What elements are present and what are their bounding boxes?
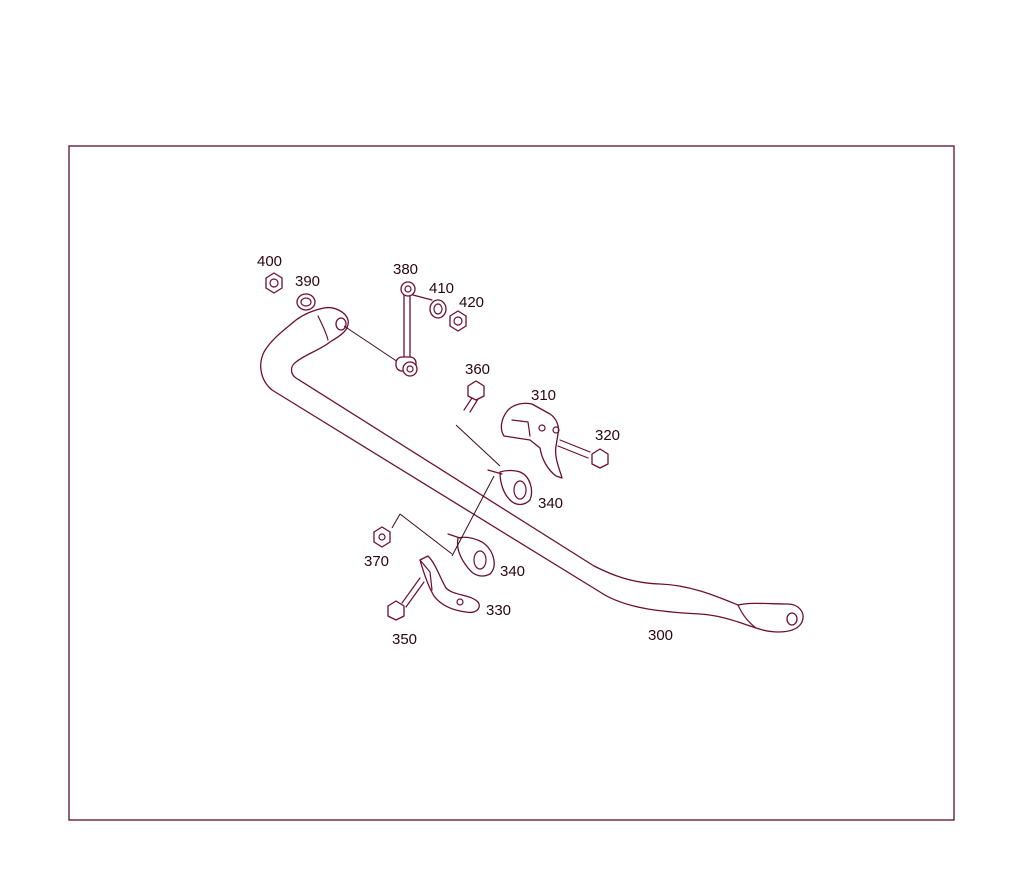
part-350-bolt	[387, 577, 425, 621]
diagram-frame	[68, 145, 955, 821]
part-330-clamp	[419, 555, 480, 614]
callout-400: 400	[257, 253, 282, 270]
callout-360: 360	[465, 361, 490, 378]
part-320-bolt	[557, 439, 609, 469]
callout-330: 330	[486, 602, 511, 619]
callout-320: 320	[595, 427, 620, 444]
callout-310: 310	[531, 387, 556, 404]
part-360-bolt	[455, 380, 501, 467]
part-390-washer	[296, 293, 316, 311]
part-400-nut	[265, 272, 283, 294]
bar-end-hole-left	[335, 317, 347, 331]
part-340-bushing-lower	[447, 475, 495, 577]
part-410-washer	[429, 299, 447, 319]
callout-350: 350	[392, 631, 417, 648]
bar-end-hole-right	[786, 612, 798, 626]
callout-340-upper: 340	[538, 495, 563, 512]
part-310-bracket	[500, 402, 563, 479]
part-370-nut	[373, 513, 453, 555]
part-380-link-rod	[343, 281, 433, 377]
callout-300: 300	[648, 627, 673, 644]
callout-420: 420	[459, 294, 484, 311]
callout-370: 370	[364, 553, 389, 570]
part-340-bushing-upper	[487, 469, 533, 506]
callout-410: 410	[429, 280, 454, 297]
callout-390: 390	[295, 273, 320, 290]
part-300-stabilizer-bar	[260, 306, 804, 633]
callout-380: 380	[393, 261, 418, 278]
part-420-nut	[449, 310, 467, 332]
callout-340-lower: 340	[500, 563, 525, 580]
